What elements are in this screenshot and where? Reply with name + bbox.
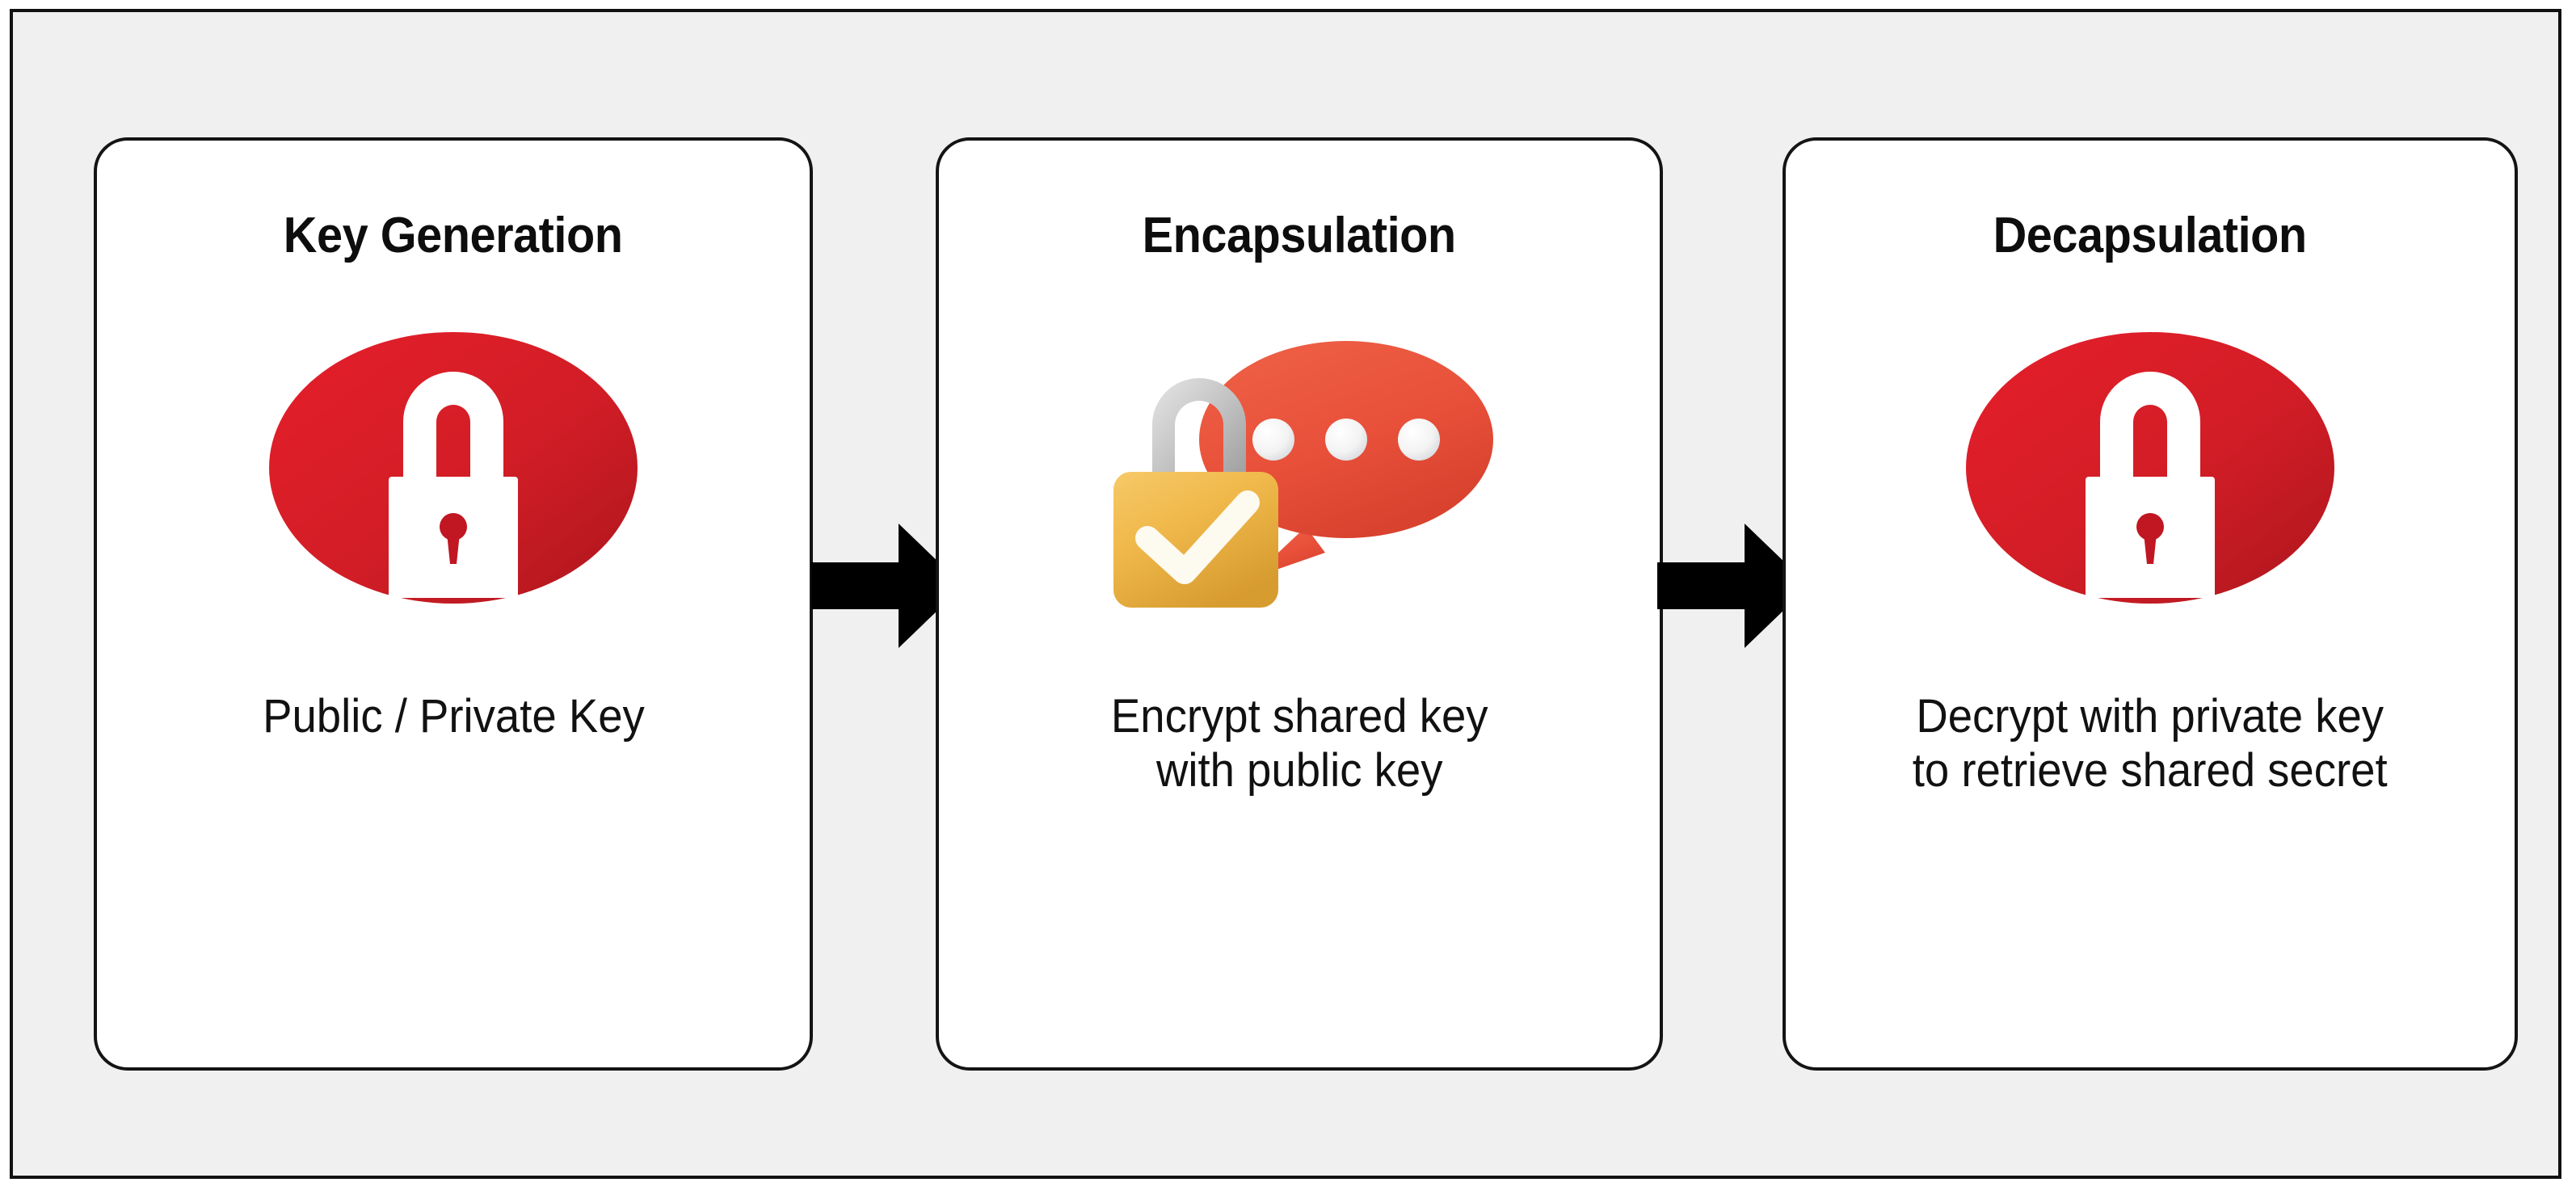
card-visual-key-generation — [97, 314, 810, 621]
gold-padlock-speech-bubble-icon — [1089, 310, 1509, 625]
red-ellipse-padlock-icon — [1964, 318, 2336, 617]
card-visual-encapsulation — [939, 314, 1660, 621]
arrow-encapsulation-to-decapsulation — [1657, 517, 1811, 654]
card-caption-key-generation: Public / Private Key — [262, 690, 645, 743]
card-encapsulation: Encapsulation — [936, 137, 1663, 1071]
card-decapsulation: Decapsulation — [1783, 137, 2518, 1071]
card-caption-encapsulation: Encrypt shared key with public key — [1110, 690, 1488, 797]
arrow-keygen-to-encapsulation — [811, 517, 965, 654]
card-caption-decapsulation: Decrypt with private key to retrieve sha… — [1913, 690, 2388, 797]
diagram-frame: Key Generation — [10, 9, 2561, 1179]
card-title-key-generation: Key Generation — [284, 208, 623, 263]
red-ellipse-padlock-icon — [267, 318, 639, 617]
card-key-generation: Key Generation — [94, 137, 813, 1071]
card-title-decapsulation: Decapsulation — [1993, 208, 2308, 263]
card-visual-decapsulation — [1786, 314, 2515, 621]
card-title-encapsulation: Encapsulation — [1142, 208, 1457, 263]
